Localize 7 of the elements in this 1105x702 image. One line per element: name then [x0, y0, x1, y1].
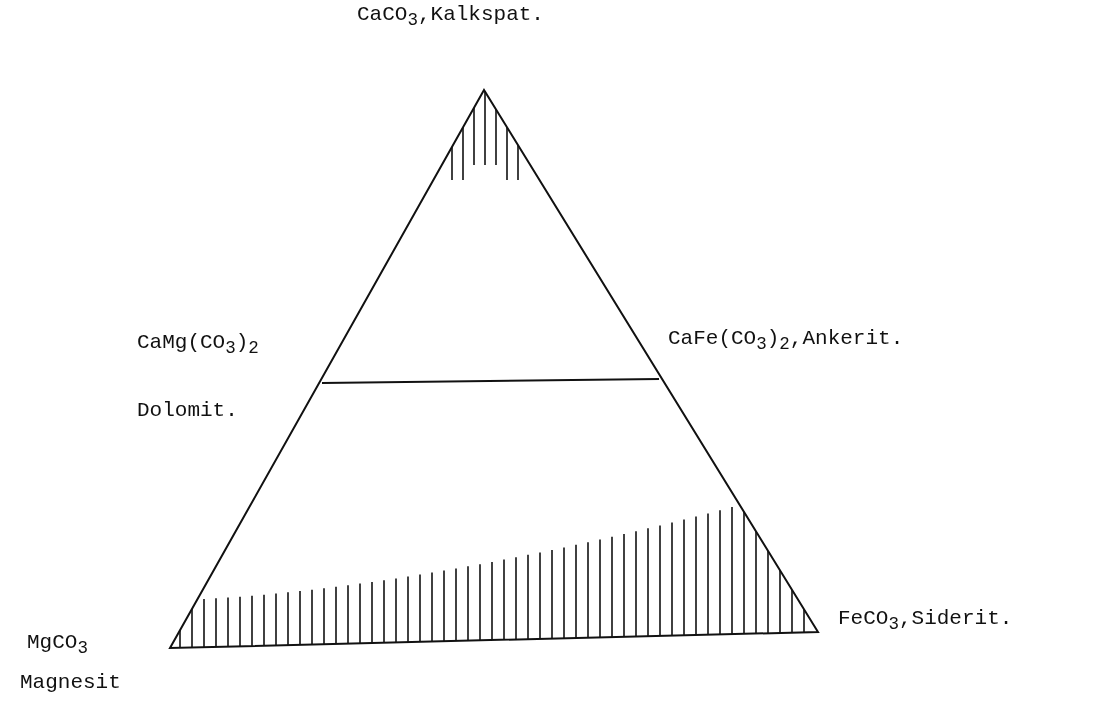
mineral-label: FeCO$_{3}$,Siderit. [838, 606, 1013, 636]
mineral-label: Dolomit. [137, 398, 238, 424]
mineral-label: CaMg(CO$_{3}$)$_{2}$ [137, 330, 259, 360]
mineral-label: MgCO$_{3}$ [27, 630, 88, 660]
mineral-label: CaCO$_{3}$,Kalkspat. [357, 2, 544, 32]
mineral-label: CaFe(CO$_{3}$)$_{2}$,Ankerit. [668, 326, 904, 356]
mineral-label: Magnesit [20, 670, 121, 696]
